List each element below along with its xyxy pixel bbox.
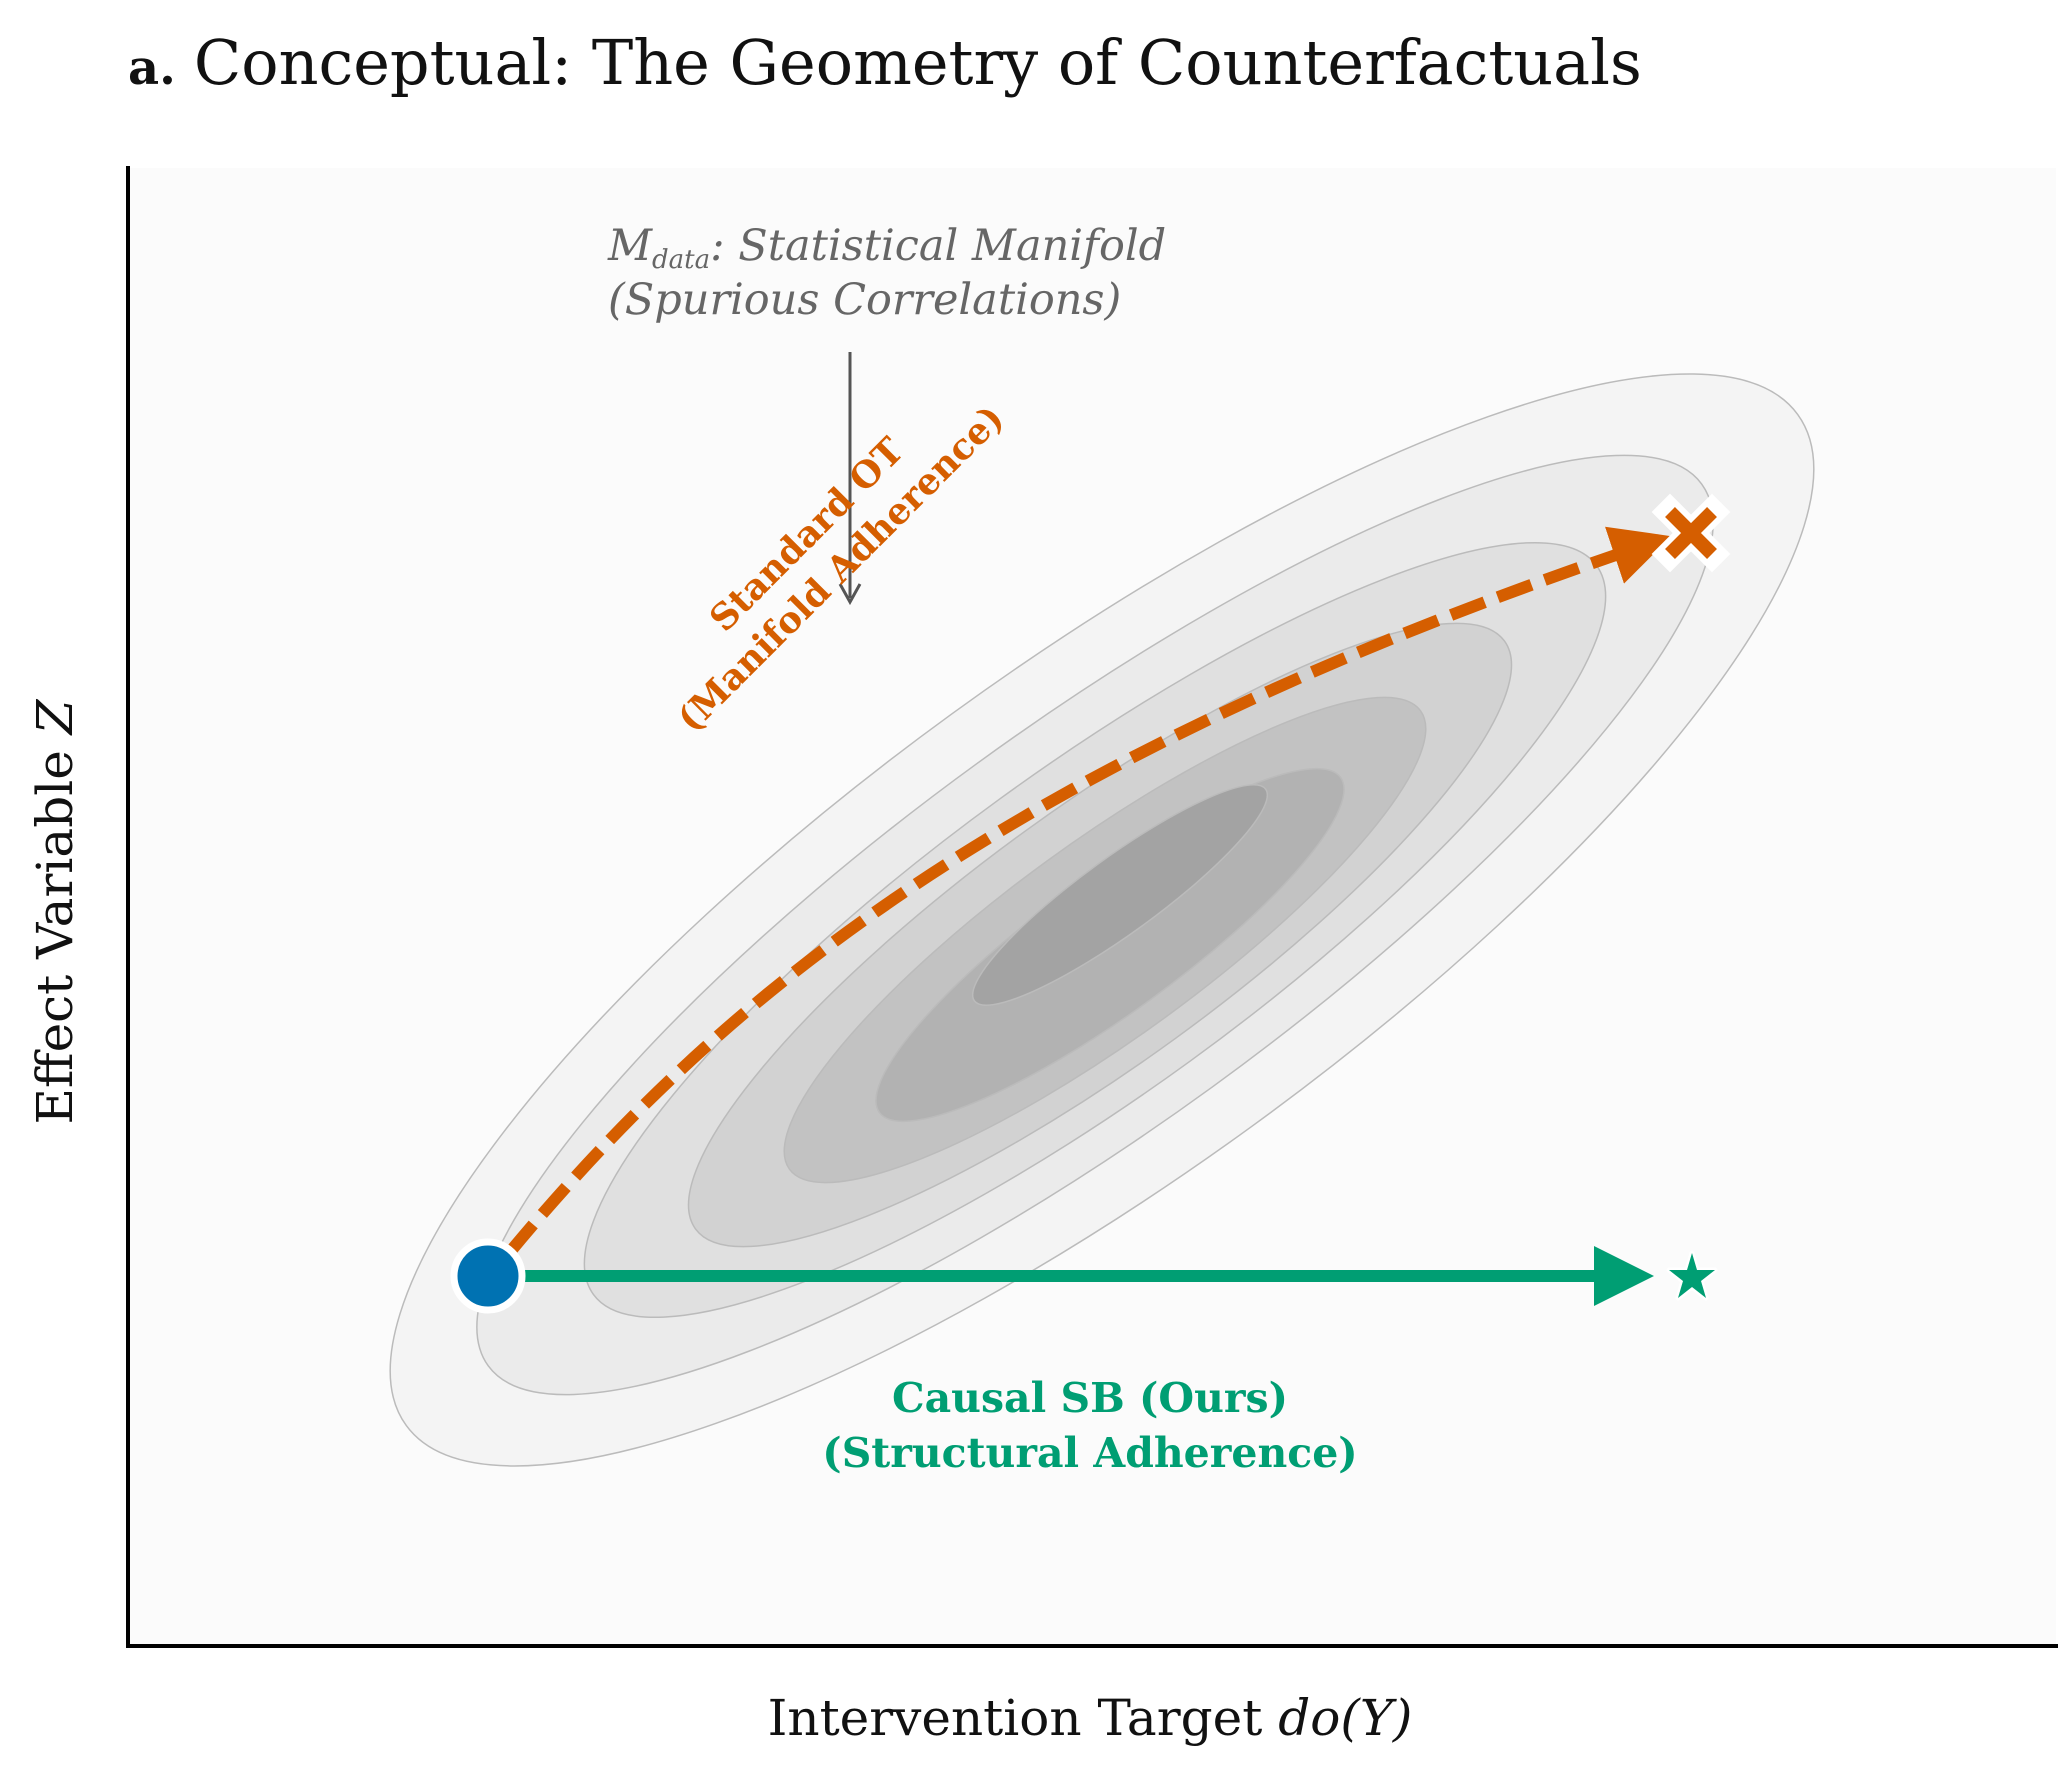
- manifold-label: Mdata: Statistical Manifold: [607, 221, 1166, 275]
- start-point-marker: [450, 1238, 526, 1314]
- standard-ot-path: [505, 526, 1672, 1256]
- density-contours: [389, 373, 1815, 1467]
- causal-sb-label-line1: Causal SB (Ours): [892, 1374, 1288, 1422]
- causal-sb-label-line2: (Structural Adherence): [822, 1429, 1357, 1477]
- down-arrow-icon: [838, 352, 862, 606]
- manifold-label-line2: (Spurious Correlations): [608, 275, 1121, 325]
- figure-title: a. Conceptual: The Geometry of Counterfac…: [128, 26, 1642, 99]
- star-marker-icon: [1666, 1250, 1718, 1301]
- y-axis-label: Effect Variable Z: [26, 698, 84, 1124]
- cross-marker-icon: [1651, 493, 1731, 573]
- x-axis-label: Intervention Target do(Y): [768, 1689, 1413, 1747]
- panel-letter: a.: [128, 40, 176, 96]
- title-text: Conceptual: The Geometry of Counterfactu…: [193, 26, 1642, 99]
- contour-level-7: [971, 784, 1269, 1006]
